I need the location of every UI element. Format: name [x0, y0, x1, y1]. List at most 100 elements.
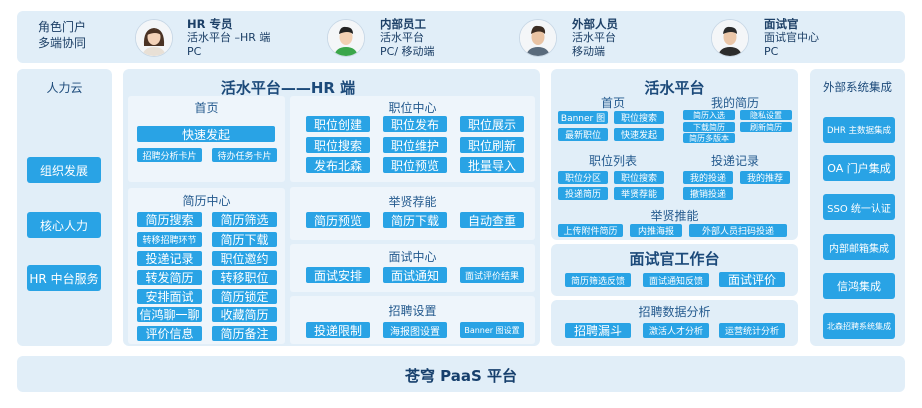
- talent-activation-analysis-button[interactable]: 激活人才分析: [643, 323, 709, 338]
- interview-notice-feedback-button[interactable]: 面试通知反馈: [643, 273, 709, 287]
- resume-selected-button[interactable]: 简历入选: [683, 110, 735, 120]
- job-refresh-button[interactable]: 职位刷新: [460, 137, 524, 153]
- resume-filter-feedback-button[interactable]: 简历筛选反馈: [565, 273, 631, 287]
- dhr-integration-button[interactable]: DHR 主数据集成: [823, 117, 895, 143]
- mail-integration-button[interactable]: 内部邮箱集成: [823, 234, 895, 260]
- latest-jobs-button[interactable]: 最新职位: [558, 128, 608, 141]
- banner-image-button[interactable]: Banner 图: [558, 111, 608, 124]
- my-delivery-button[interactable]: 我的投递: [683, 171, 733, 184]
- resume-filter-button[interactable]: 简历筛选: [212, 212, 277, 227]
- job-search-button[interactable]: 职位搜索: [306, 137, 370, 153]
- job-maintain-button[interactable]: 职位维护: [383, 137, 447, 153]
- banner-setting-button[interactable]: Banner 图设置: [460, 322, 524, 338]
- privacy-setting-button[interactable]: 隐私设置: [740, 110, 792, 120]
- referral-poster-button[interactable]: 内推海报: [630, 224, 682, 237]
- hr-middle-platform-button[interactable]: HR 中台服务: [27, 265, 101, 291]
- role-internal-employee: 内部员工 活水平台 PC/ 移动端: [380, 17, 435, 59]
- my-recommend-button[interactable]: 我的推荐: [740, 171, 790, 184]
- water-platform-title: 活水平台: [644, 79, 705, 97]
- resume-download-button[interactable]: 简历下载: [212, 232, 277, 247]
- interview-evaluation-button[interactable]: 面试评价: [719, 272, 785, 287]
- batch-import-button[interactable]: 批量导入: [460, 157, 524, 173]
- xinhong-chat-button[interactable]: 信鸿聊一聊: [137, 307, 202, 322]
- water-platform-panel: [551, 69, 798, 240]
- resume-lock-button[interactable]: 简历锁定: [212, 289, 277, 304]
- favorite-resume-button[interactable]: 收藏简历: [212, 307, 277, 322]
- role-platform: 活水平台 –HR 端: [187, 31, 271, 44]
- job-list-referral-button[interactable]: 举贤荐能: [614, 187, 664, 200]
- hr-cloud-panel: [17, 69, 112, 346]
- recruit-analysis-title: 招聘数据分析: [638, 305, 711, 319]
- quick-launch-button[interactable]: 快速发起: [137, 126, 275, 142]
- job-publish-button[interactable]: 职位发布: [383, 116, 447, 132]
- my-resume-title: 我的简历: [710, 96, 759, 110]
- hr-cloud-title: 人力云: [46, 81, 83, 95]
- operation-stats-analysis-button[interactable]: 运营统计分析: [719, 323, 785, 338]
- male-avatar-icon: [520, 20, 556, 56]
- schedule-interview-button[interactable]: 安排面试: [137, 289, 202, 304]
- delivery-record-title: 投递记录: [710, 154, 759, 168]
- hr-end-title: 活水平台——HR 端: [220, 79, 356, 97]
- sso-auth-button[interactable]: SSO 统一认证: [823, 194, 895, 220]
- external-scan-delivery-button[interactable]: 外部人员扫码投递: [689, 224, 787, 237]
- xinhong-integration-button[interactable]: 信鸿集成: [823, 273, 895, 299]
- hr-interview-center-title: 面试中心: [388, 250, 437, 264]
- role-terminal: PC/ 移动端: [380, 45, 435, 58]
- resume-preview-button[interactable]: 简历预览: [306, 212, 370, 228]
- interviewer-workbench-title: 面试官工作台: [629, 250, 720, 268]
- hr-job-center-title: 职位中心: [388, 101, 437, 115]
- delivery-limit-button[interactable]: 投递限制: [306, 322, 370, 338]
- interview-notice-button[interactable]: 面试通知: [383, 267, 447, 283]
- beisen-integration-button[interactable]: 北森招聘系统集成: [823, 313, 895, 339]
- role-name: 面试官: [764, 17, 799, 31]
- upload-attachment-resume-button[interactable]: 上传附件简历: [558, 224, 623, 237]
- job-zone-button[interactable]: 职位分区: [558, 171, 608, 184]
- resume-note-button[interactable]: 简历备注: [212, 326, 277, 341]
- todo-task-card-button[interactable]: 待办任务卡片: [212, 148, 277, 162]
- role-terminal: PC: [764, 45, 779, 58]
- core-hr-button[interactable]: 核心人力: [27, 212, 101, 238]
- job-list-search-button[interactable]: 职位搜索: [614, 171, 664, 184]
- publish-beisen-button[interactable]: 发布北森: [306, 157, 370, 173]
- hr-recruit-settings-title: 招聘设置: [388, 304, 437, 318]
- transfer-recruit-step-button[interactable]: 转移招聘环节: [137, 232, 202, 247]
- my-resume-refresh-button[interactable]: 刷新简历: [740, 122, 792, 132]
- role-name: 外部人员: [572, 17, 618, 31]
- delivery-record-button[interactable]: 投递记录: [137, 251, 202, 266]
- recruit-funnel-button[interactable]: 招聘漏斗: [565, 323, 631, 338]
- referral-resume-download-button[interactable]: 简历下载: [383, 212, 447, 228]
- role-platform: 面试官中心: [764, 31, 819, 44]
- job-create-button[interactable]: 职位创建: [306, 116, 370, 132]
- job-list-title: 职位列表: [588, 154, 637, 168]
- hr-resume-center-title: 简历中心: [182, 194, 231, 208]
- role-name: HR 专员: [187, 17, 233, 31]
- water-home-title: 首页: [600, 96, 625, 110]
- resume-search-button[interactable]: 简历搜索: [137, 212, 202, 227]
- auto-duplicate-check-button[interactable]: 自动查重: [460, 212, 524, 228]
- role-external-person: 外部人员 活水平台 移动端: [572, 17, 618, 59]
- deliver-resume-button[interactable]: 投递简历: [558, 187, 608, 200]
- oa-portal-integration-button[interactable]: OA 门户集成: [823, 155, 895, 181]
- role-portal-label-line1: 角色门户: [38, 20, 87, 34]
- my-resume-download-button[interactable]: 下载简历: [683, 122, 735, 132]
- water-quick-launch-button[interactable]: 快速发起: [614, 128, 664, 141]
- job-invite-button[interactable]: 职位邀约: [212, 251, 277, 266]
- forward-resume-button[interactable]: 转发简历: [137, 270, 202, 285]
- hr-home-title: 首页: [194, 101, 219, 115]
- interview-eval-result-button[interactable]: 面试评价结果: [460, 267, 524, 283]
- job-display-button[interactable]: 职位展示: [460, 116, 524, 132]
- job-preview-button[interactable]: 职位预览: [383, 157, 447, 173]
- paas-platform-bar: [17, 356, 905, 392]
- recruit-analysis-card-button[interactable]: 招聘分析卡片: [137, 148, 202, 162]
- cancel-delivery-button[interactable]: 撤销投递: [683, 187, 733, 200]
- water-job-search-button[interactable]: 职位搜索: [614, 111, 664, 124]
- male-avatar-icon: [712, 20, 748, 56]
- avatar-external-person: [519, 19, 557, 57]
- interview-schedule-button[interactable]: 面试安排: [306, 267, 370, 283]
- evaluation-info-button[interactable]: 评价信息: [137, 326, 202, 341]
- transfer-job-button[interactable]: 转移职位: [212, 270, 277, 285]
- org-development-button[interactable]: 组织发展: [27, 157, 101, 183]
- poster-setting-button[interactable]: 海报图设置: [383, 322, 447, 338]
- role-terminal: 移动端: [572, 45, 605, 58]
- resume-multi-version-button[interactable]: 简历多版本: [683, 133, 735, 143]
